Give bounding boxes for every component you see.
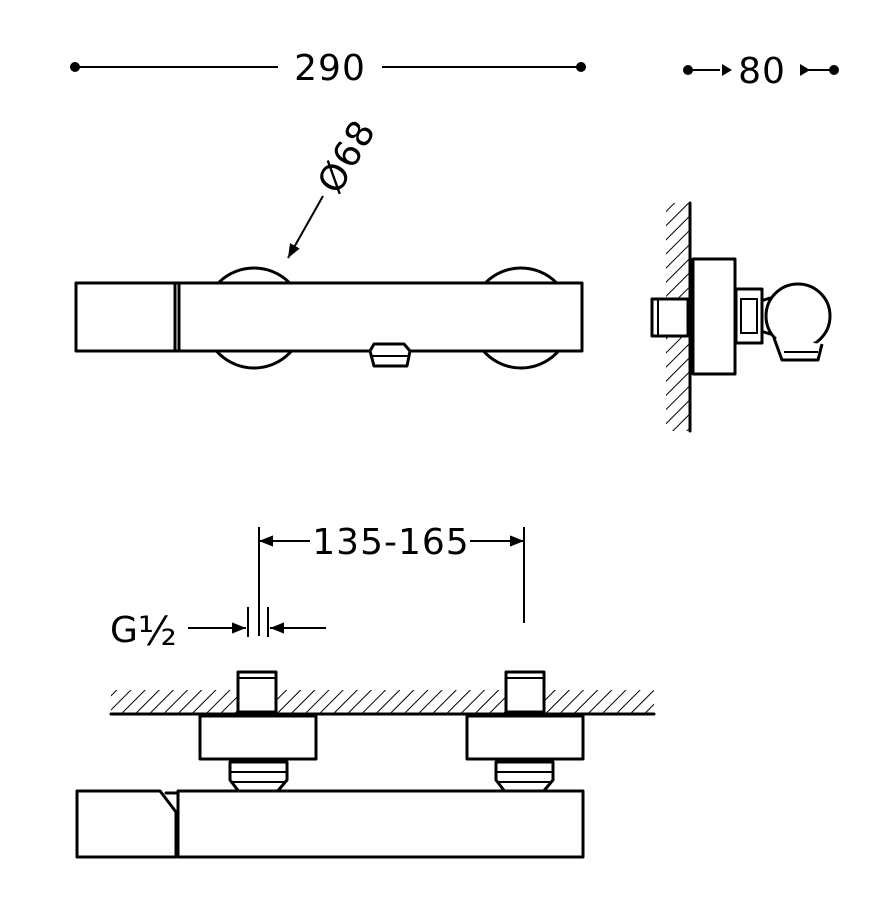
mixer-body xyxy=(74,281,584,353)
wall-hatching-top xyxy=(111,690,654,714)
side-flange xyxy=(691,257,737,376)
dimension-depth: 80 xyxy=(683,51,839,92)
dimension-label-290: 290 xyxy=(294,48,366,89)
side-view xyxy=(650,201,832,433)
top-view-handle xyxy=(75,789,178,859)
side-body xyxy=(734,287,764,345)
top-view-body xyxy=(176,789,585,859)
side-outlet xyxy=(772,337,824,362)
dimension-label-center-distance: 135-165 xyxy=(312,522,469,563)
dimension-thread: G ½ xyxy=(110,607,326,655)
dimension-label-diameter: Ø68 xyxy=(310,113,384,200)
dimension-label-thread-fraction: ½ xyxy=(138,609,178,655)
top-view xyxy=(75,670,656,859)
dimension-center-distance: 135-165 xyxy=(258,522,525,636)
left-flange xyxy=(198,714,318,761)
dimension-label-thread-g: G xyxy=(110,610,139,651)
front-view: Ø68 xyxy=(74,113,584,370)
dimension-overall-length: 290 xyxy=(70,48,586,89)
dimension-label-80: 80 xyxy=(738,51,786,92)
right-flange xyxy=(465,714,585,761)
